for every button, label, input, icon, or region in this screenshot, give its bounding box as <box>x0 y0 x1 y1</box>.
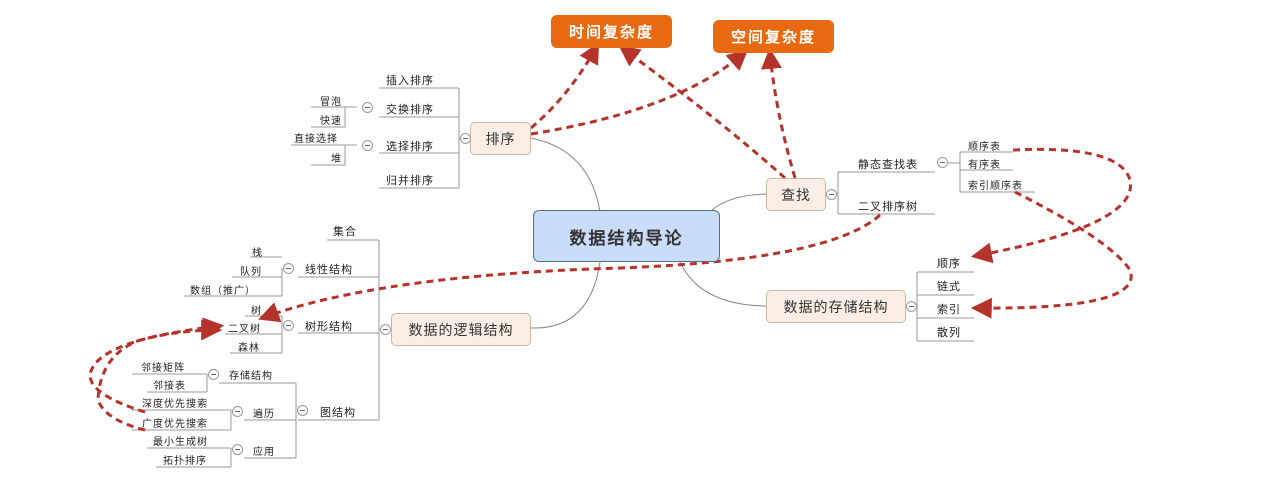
indexed-sequential-table-item[interactable]: 索引顺序表 <box>968 181 1023 192</box>
hashed-storage-item[interactable]: 散列 <box>937 326 961 339</box>
root-node[interactable]: 数据结构导论 <box>533 210 720 262</box>
root-label: 数据结构导论 <box>569 228 684 249</box>
heap-item[interactable]: 堆 <box>331 154 342 165</box>
static-table-collapse-icon[interactable] <box>937 157 948 168</box>
arrow-sorting-to-time <box>530 42 600 130</box>
sequential-table-item[interactable]: 顺序表 <box>968 142 1001 153</box>
space-complexity-node[interactable]: 空间复杂度 <box>713 20 834 53</box>
branch-line-storage <box>679 261 767 307</box>
set-item[interactable]: 集合 <box>333 225 357 238</box>
stack-item[interactable]: 栈 <box>252 248 263 259</box>
space-complexity-label: 空间复杂度 <box>730 28 816 46</box>
search-collapse-icon[interactable] <box>826 189 837 200</box>
logical-collapse-icon[interactable] <box>380 324 391 335</box>
adj-matrix-item[interactable]: 邻接矩阵 <box>141 363 185 374</box>
tree-item[interactable]: 树 <box>251 306 262 317</box>
linear-collapse-icon[interactable] <box>283 263 294 274</box>
bfs-item[interactable]: 广度优先搜索 <box>142 419 208 430</box>
array-item[interactable]: 数组（推广） <box>190 286 256 297</box>
indexed-storage-item[interactable]: 索引 <box>937 303 961 316</box>
logical-node[interactable]: 数据的逻辑结构 <box>391 313 531 346</box>
sorting-collapse-icon[interactable] <box>460 133 471 144</box>
time-complexity-label: 时间复杂度 <box>568 23 654 41</box>
search-node[interactable]: 查找 <box>766 178 826 211</box>
traversal-item[interactable]: 遍历 <box>253 409 275 420</box>
storage-node[interactable]: 数据的存储结构 <box>766 290 906 323</box>
search-subtree-lines <box>826 151 1035 215</box>
storage-collapse-icon[interactable] <box>906 301 917 312</box>
binary-tree-item[interactable]: 二叉树 <box>228 324 261 335</box>
application-collapse-icon[interactable] <box>232 444 243 455</box>
exchange-sort-item[interactable]: 交换排序 <box>386 103 434 116</box>
sorting-label: 排序 <box>485 131 516 148</box>
selection-collapse-icon[interactable] <box>362 140 373 151</box>
application-item[interactable]: 应用 <box>253 447 275 458</box>
branch-line-sorting <box>530 137 601 213</box>
direct-selection-item[interactable]: 直接选择 <box>294 134 338 145</box>
linear-structure-item[interactable]: 线性结构 <box>305 263 353 276</box>
sorting-subtree-lines <box>291 87 470 189</box>
time-complexity-node[interactable]: 时间复杂度 <box>551 15 672 48</box>
graph-storage-item[interactable]: 存储结构 <box>229 371 273 382</box>
search-label: 查找 <box>781 187 811 204</box>
insertion-sort-item[interactable]: 插入排序 <box>386 74 434 87</box>
graph-collapse-icon[interactable] <box>297 405 308 416</box>
linked-storage-item[interactable]: 链式 <box>937 280 961 293</box>
main-branch-lines <box>530 137 767 329</box>
bubble-item[interactable]: 冒泡 <box>320 97 342 108</box>
dfs-item[interactable]: 深度优先搜索 <box>142 399 208 410</box>
graph-structure-item[interactable]: 图结构 <box>320 406 356 419</box>
queue-item[interactable]: 队列 <box>240 267 262 278</box>
selection-sort-item[interactable]: 选择排序 <box>386 140 434 153</box>
arrow-seqtable-to-sequential <box>970 147 1133 264</box>
merge-sort-item[interactable]: 归并排序 <box>386 174 434 187</box>
tree-structure-item[interactable]: 树形结构 <box>305 320 353 333</box>
adj-list-item[interactable]: 邻接表 <box>153 381 186 392</box>
traversal-collapse-icon[interactable] <box>232 406 243 417</box>
static-table-item[interactable]: 静态查找表 <box>858 158 918 171</box>
storage-label: 数据的存储结构 <box>783 299 889 316</box>
tree-collapse-icon[interactable] <box>283 320 294 331</box>
arrow-search-to-space <box>760 47 797 179</box>
quick-item[interactable]: 快速 <box>320 116 342 127</box>
mst-item[interactable]: 最小生成树 <box>153 437 208 448</box>
graph-storage-collapse-icon[interactable] <box>208 369 219 380</box>
topo-sort-item[interactable]: 拓扑排序 <box>163 456 207 467</box>
branch-line-search <box>711 193 767 211</box>
bst-item[interactable]: 二叉排序树 <box>858 200 918 213</box>
sequential-storage-item[interactable]: 顺序 <box>937 257 961 270</box>
arrow-bst-to-binarytree <box>258 213 882 323</box>
sorting-node[interactable]: 排序 <box>470 122 531 155</box>
branch-line-logical <box>530 261 601 329</box>
exchange-collapse-icon[interactable] <box>362 102 373 113</box>
arrow-search-to-time <box>618 45 786 180</box>
ordered-table-item[interactable]: 有序表 <box>968 160 1001 171</box>
arrow-sorting-to-space <box>530 49 749 136</box>
relationship-arrows <box>88 42 1133 432</box>
storage-subtree-lines <box>906 271 974 342</box>
forest-item[interactable]: 森林 <box>238 343 260 354</box>
arrow-graph-loop2-to-binarytree <box>96 319 223 432</box>
logical-label: 数据的逻辑结构 <box>408 322 514 339</box>
arrow-idxseq-to-indexed <box>970 190 1133 319</box>
